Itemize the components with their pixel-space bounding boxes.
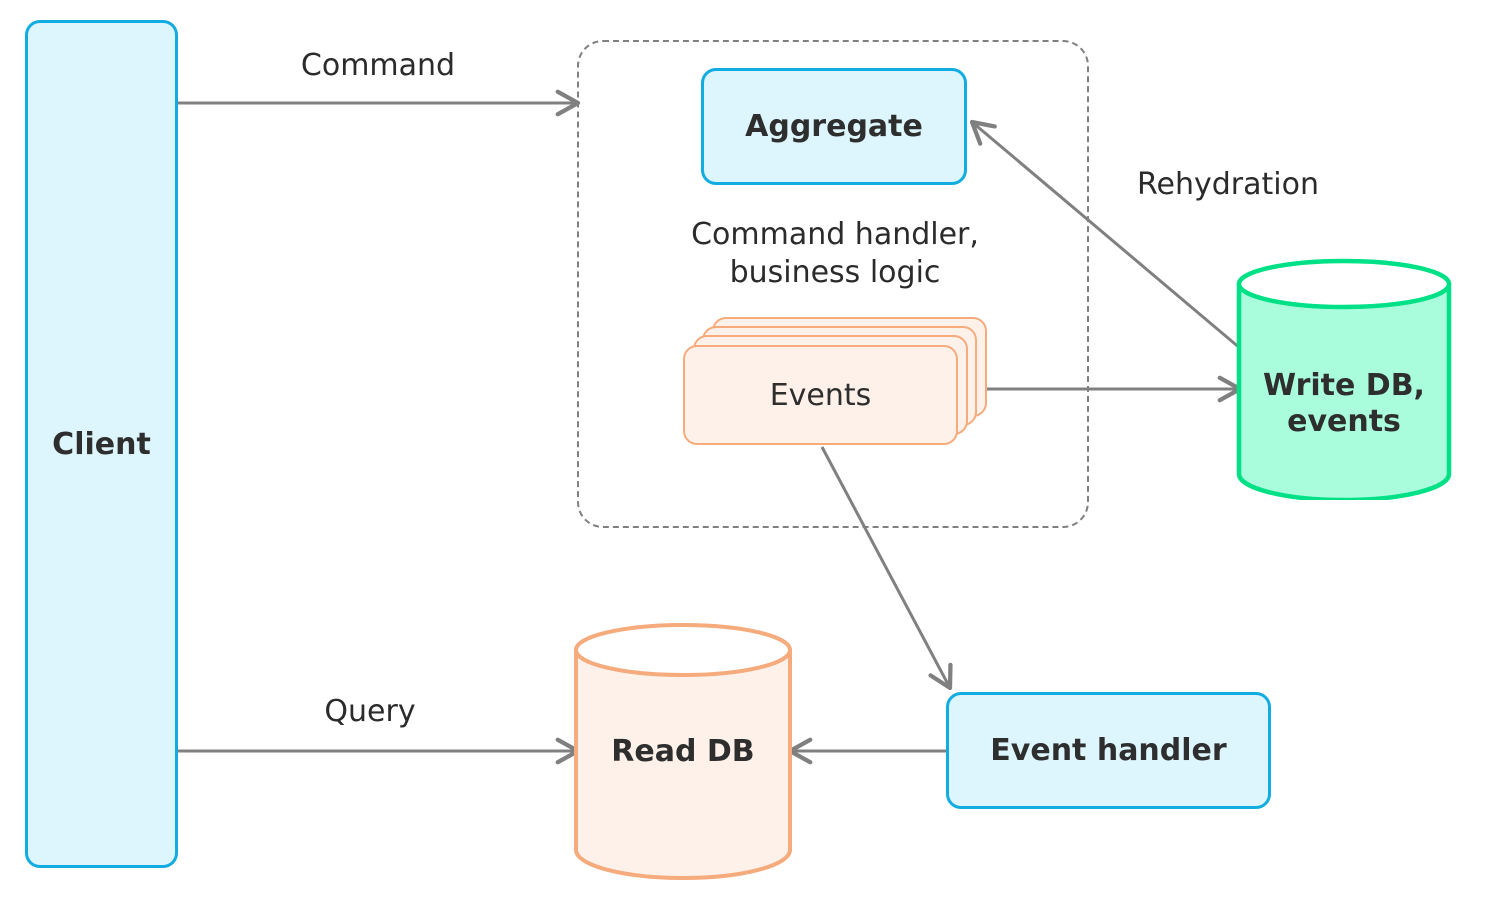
node-events-stack[interactable]: Events (683, 317, 993, 449)
node-client[interactable]: Client (25, 20, 178, 868)
note-command-handler: Command handler, business logic (691, 217, 979, 290)
node-aggregate[interactable]: Aggregate (701, 68, 967, 185)
edge-label-command: Command (300, 48, 456, 83)
read-db-cylinder-icon (574, 623, 792, 880)
edge-label-rehydration: Rehydration (1137, 167, 1319, 202)
node-read-db[interactable]: Read DB (573, 622, 793, 880)
edge-label-query: Query (324, 694, 416, 729)
node-write-db[interactable]: Write DB, events (1236, 258, 1452, 503)
node-client-label: Client (52, 426, 151, 462)
node-write-side-boundary (577, 40, 1089, 528)
events-card-front[interactable]: Events (683, 345, 958, 445)
node-event-handler-label: Event handler (990, 733, 1227, 768)
node-aggregate-label: Aggregate (745, 109, 923, 144)
node-events-label: Events (769, 377, 872, 413)
write-db-cylinder-icon (1236, 258, 1452, 503)
node-event-handler[interactable]: Event handler (946, 692, 1271, 809)
